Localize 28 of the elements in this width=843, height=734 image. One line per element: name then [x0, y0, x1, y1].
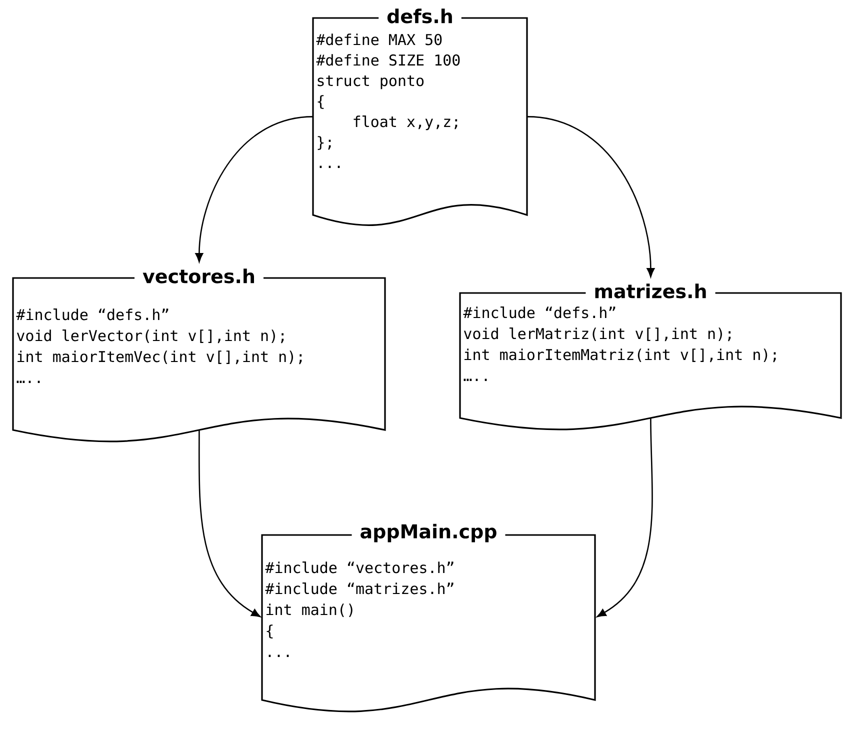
code-line: {: [266, 624, 273, 638]
code-line: void lerVector(int v[],int n);: [16, 330, 284, 344]
code-line: ...: [320, 166, 340, 168]
code-line: #include “defs.h”: [463, 306, 616, 318]
code-line: #include “vectores.h”: [265, 562, 454, 574]
code-line: void lerMatriz(int v[],int n);: [464, 328, 731, 342]
code-line: …..: [464, 378, 487, 381]
file-name: vectores.h: [134, 268, 264, 284]
code-line: float x,y,z;: [354, 116, 458, 130]
code-line: #include “matrizes.h”: [265, 582, 454, 594]
code-line: {: [318, 95, 324, 109]
arrow: [527, 116, 655, 278]
arrow: [596, 418, 653, 618]
code-line: #include “defs.h”: [16, 308, 168, 320]
code-line: #define SIZE 100: [316, 54, 460, 66]
arrow: [195, 116, 314, 262]
file-name: appMain.cpp: [352, 522, 506, 544]
file-name: matrizes.h: [586, 282, 716, 300]
code-line: …..: [16, 380, 40, 383]
code-line: int maiorItemVec(int v[],int n);: [18, 350, 302, 364]
code-line: struct ponto: [318, 75, 424, 90]
code-line: };: [318, 136, 331, 150]
code-line: ...: [268, 654, 289, 657]
code-line: int main(): [266, 604, 352, 617]
file-name: defs.h: [378, 8, 462, 24]
arrow: [198, 430, 261, 618]
code-line: #define MAX 50: [316, 34, 442, 46]
code-line: int maiorItemMatriz(int v[],int n);: [464, 348, 776, 362]
